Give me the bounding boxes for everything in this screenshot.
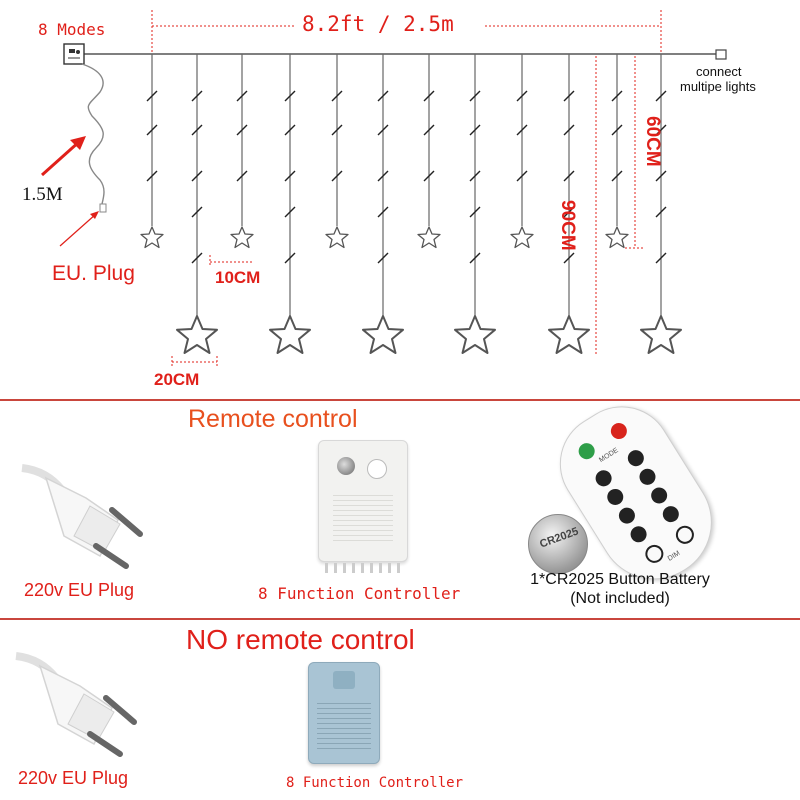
spacing-20-label: 20CM (154, 370, 200, 389)
bulbs (146, 90, 667, 264)
no-remote-controller-caption: 8 Function Controller (286, 775, 464, 791)
receiver-icon (337, 457, 355, 475)
controller-label-icon (317, 699, 371, 751)
battery-caption-line2: (Not included) (570, 590, 670, 607)
plug-arrow (59, 213, 97, 247)
section-divider-2 (0, 618, 800, 620)
big-stars (176, 315, 682, 354)
curtain-drawing (40, 10, 727, 368)
battery-caption: 1*CR2025 Button Battery (Not included) (502, 570, 738, 608)
remote-dim-down-icon (641, 541, 667, 567)
drop-60-label: 60CM (642, 116, 663, 167)
plug-end-small (99, 203, 107, 213)
controller-button-icon (333, 671, 355, 689)
end-connector (715, 49, 727, 60)
width-label: 8.2ft / 2.5m (302, 12, 454, 36)
connect-label: connect multipe lights (680, 64, 756, 94)
modes-label: 8 Modes (38, 20, 106, 39)
mode-button-icon (367, 459, 387, 479)
battery-caption-line1: 1*CR2025 Button Battery (530, 571, 710, 588)
spacing-10-label: 10CM (215, 268, 261, 287)
no-remote-section-title: NO remote control (186, 624, 415, 655)
power-cable (81, 63, 105, 205)
remote-dim-up-icon (672, 522, 698, 548)
connect-label-line1: connect (696, 64, 742, 79)
cable-arrow (40, 139, 82, 177)
drop-90-label: 90CM (557, 200, 578, 251)
battery-icon: CR2025 (528, 514, 588, 574)
no-remote-controller-box (308, 662, 380, 764)
drop-strands (151, 54, 662, 316)
remote-off-button-icon (607, 420, 630, 443)
connect-label-line2: multipe lights (680, 79, 756, 94)
controller-wires-icon (325, 563, 401, 573)
battery-text: CR2025 (538, 525, 581, 551)
remote-plug-caption: 220v EU Plug (24, 580, 135, 600)
small-stars (140, 226, 629, 249)
plug-label: EU. Plug (52, 262, 135, 285)
section-divider-1 (0, 399, 800, 401)
remote-on-button-icon (575, 440, 598, 463)
no-remote-plug-caption: 220v EU Plug (18, 768, 129, 788)
remote-controller-box (318, 440, 408, 573)
remote-controller-caption: 8 Function Controller (258, 584, 461, 603)
controller-label-icon (333, 491, 393, 541)
cable-length-label: 1.5M (22, 184, 63, 205)
controller-box-small (63, 43, 85, 65)
remote-dim-text: DIM (666, 549, 682, 563)
remote-section-title: Remote control (188, 405, 358, 433)
